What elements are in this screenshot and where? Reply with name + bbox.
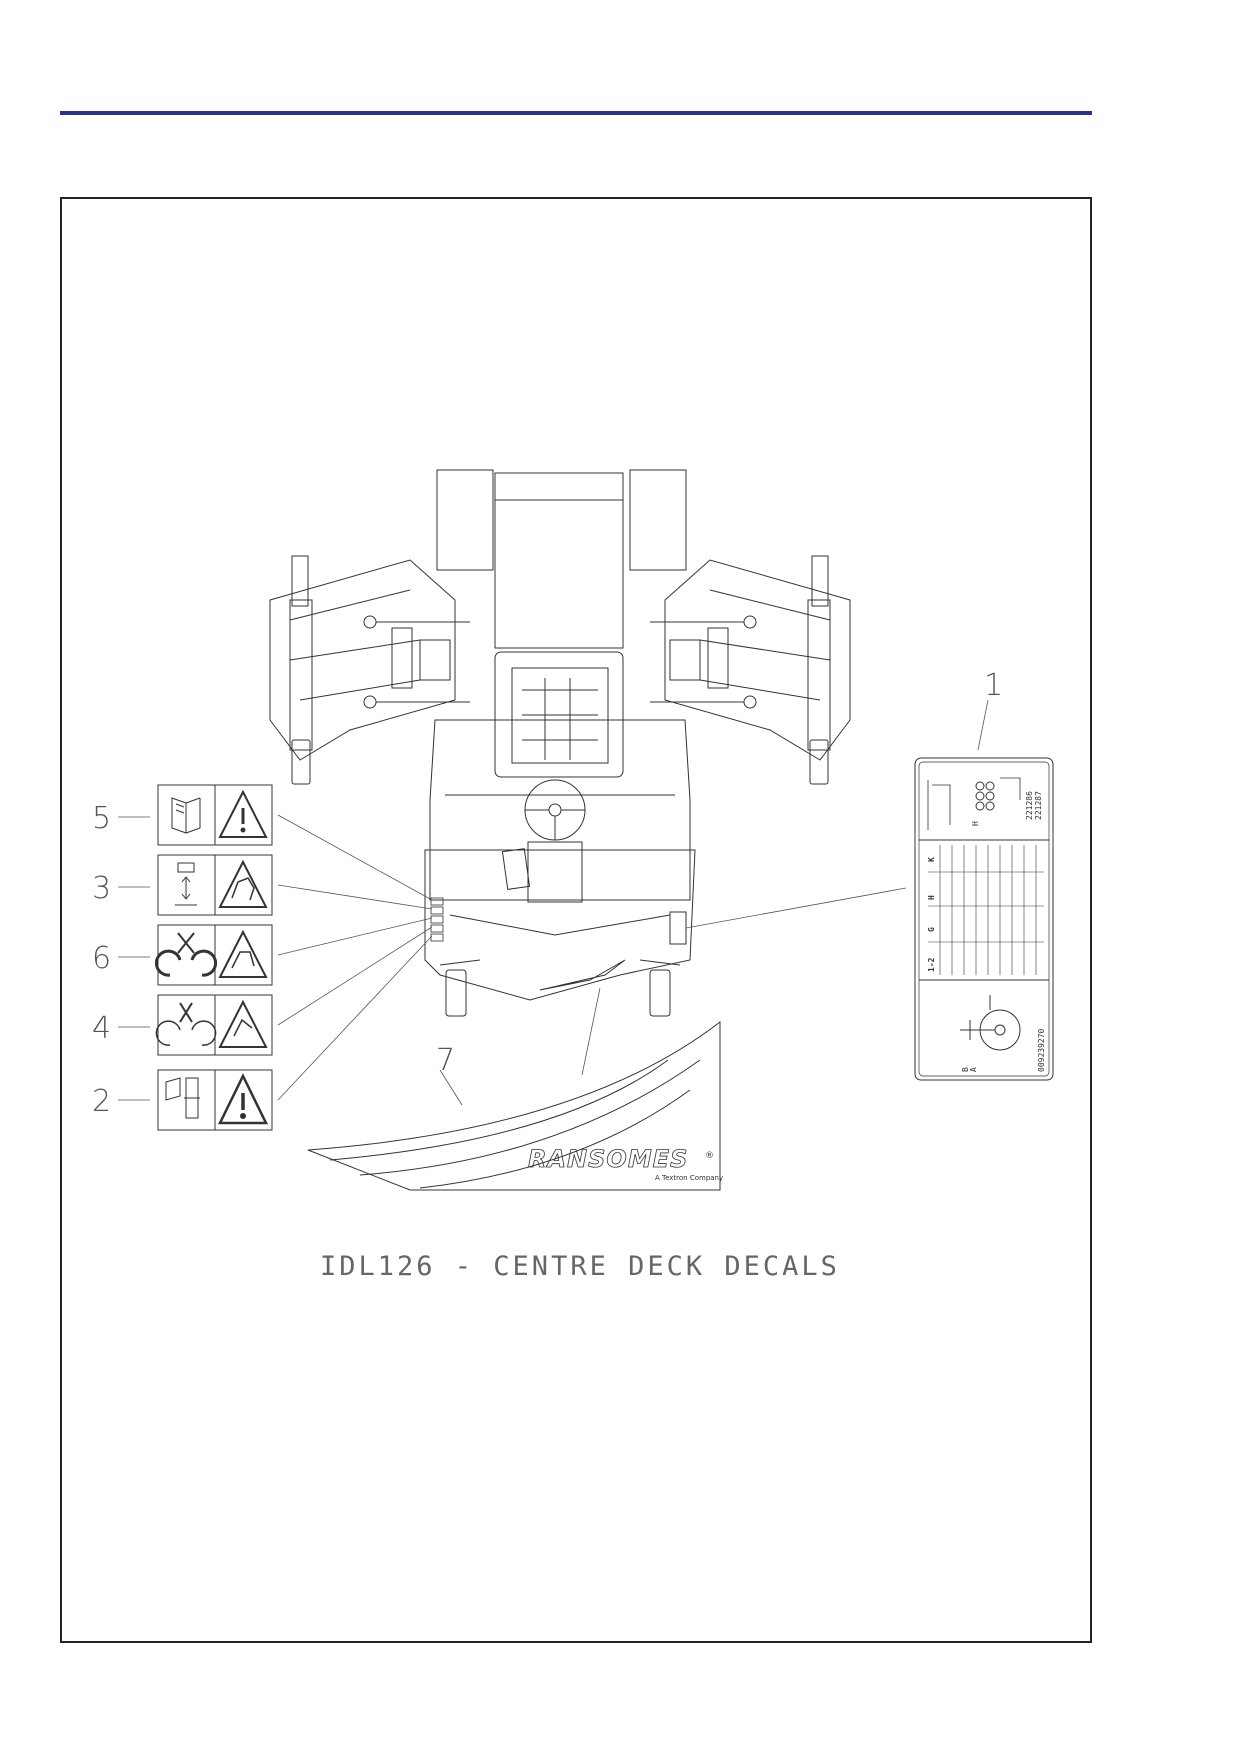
operator-seat (494, 651, 624, 778)
callout-leaders (118, 699, 989, 1106)
lift-arrow-icon (175, 862, 197, 906)
right-wing-deck (664, 559, 851, 761)
exclamation-icon (217, 1073, 269, 1125)
exclamation-icon (218, 999, 268, 1048)
operator-platform (429, 719, 691, 901)
brand-name: RANSOMES (528, 1145, 688, 1173)
chart-serial: 009239270 (1037, 1028, 1046, 1072)
hand-cut-icon (218, 929, 268, 978)
front-right-caster (649, 969, 671, 1017)
lift-arrow-icon (165, 1077, 200, 1119)
no-hands-icon (155, 1002, 217, 1046)
callout-number-4: 4 (92, 1011, 111, 1046)
decal-stack (154, 784, 273, 1131)
decal-5-group (157, 784, 273, 846)
column-header-h: H (927, 895, 936, 900)
exclamation-icon (218, 789, 268, 838)
column-header-k: K (927, 857, 936, 862)
rear-left-wheel (436, 469, 494, 571)
rear-right-wheel (629, 469, 687, 571)
height-chart-table (928, 845, 1044, 975)
drawing-frame (60, 197, 1092, 1643)
decal-4-group (155, 994, 273, 1056)
callout-number-1: 1 (984, 668, 1003, 703)
label-h: H (971, 821, 980, 826)
callout-number-3: 3 (92, 871, 111, 906)
decal-2-group (157, 1069, 273, 1131)
height-chart-decal: 221286 221287 009239270 K H G 1-2 H B A (914, 757, 1054, 1081)
top-rule (60, 111, 1092, 115)
callout-number-5: 5 (92, 801, 111, 836)
caster-wheel-icon (960, 995, 1021, 1051)
label-a: A (969, 1067, 978, 1072)
decal-6-group (154, 924, 273, 986)
crushing-icon (218, 859, 268, 908)
rotating-blade-icon (154, 932, 218, 977)
callout-number-6: 6 (92, 941, 111, 976)
part-number-2: 221287 (1034, 791, 1043, 820)
open-book-icon (171, 797, 201, 834)
callout-number-7: 7 (436, 1043, 455, 1078)
column-header-g: G (927, 927, 936, 932)
centre-deck (424, 849, 696, 1001)
column-header-1-2: 1-2 (927, 957, 936, 972)
drawing-caption: IDL126 - CENTRE DECK DECALS (320, 1251, 840, 1282)
mower-drawing (269, 469, 851, 1017)
left-wing-deck (269, 559, 456, 761)
callout-number-2: 2 (92, 1084, 111, 1119)
front-left-caster (445, 969, 467, 1017)
registered-mark: ® (705, 1151, 714, 1161)
mini-chart-decal (669, 911, 687, 945)
decal-3-group (157, 854, 273, 916)
callout-numbers: 5 3 6 4 2 1 7 (92, 668, 1003, 1119)
part-number-1: 221286 (1025, 791, 1034, 820)
tagline: A Textron Company (655, 1174, 723, 1182)
label-b: B (961, 1067, 970, 1072)
ransomes-stripe-decal: RANSOMES ® A Textron Company (307, 1020, 723, 1191)
engine-hood (494, 472, 624, 649)
